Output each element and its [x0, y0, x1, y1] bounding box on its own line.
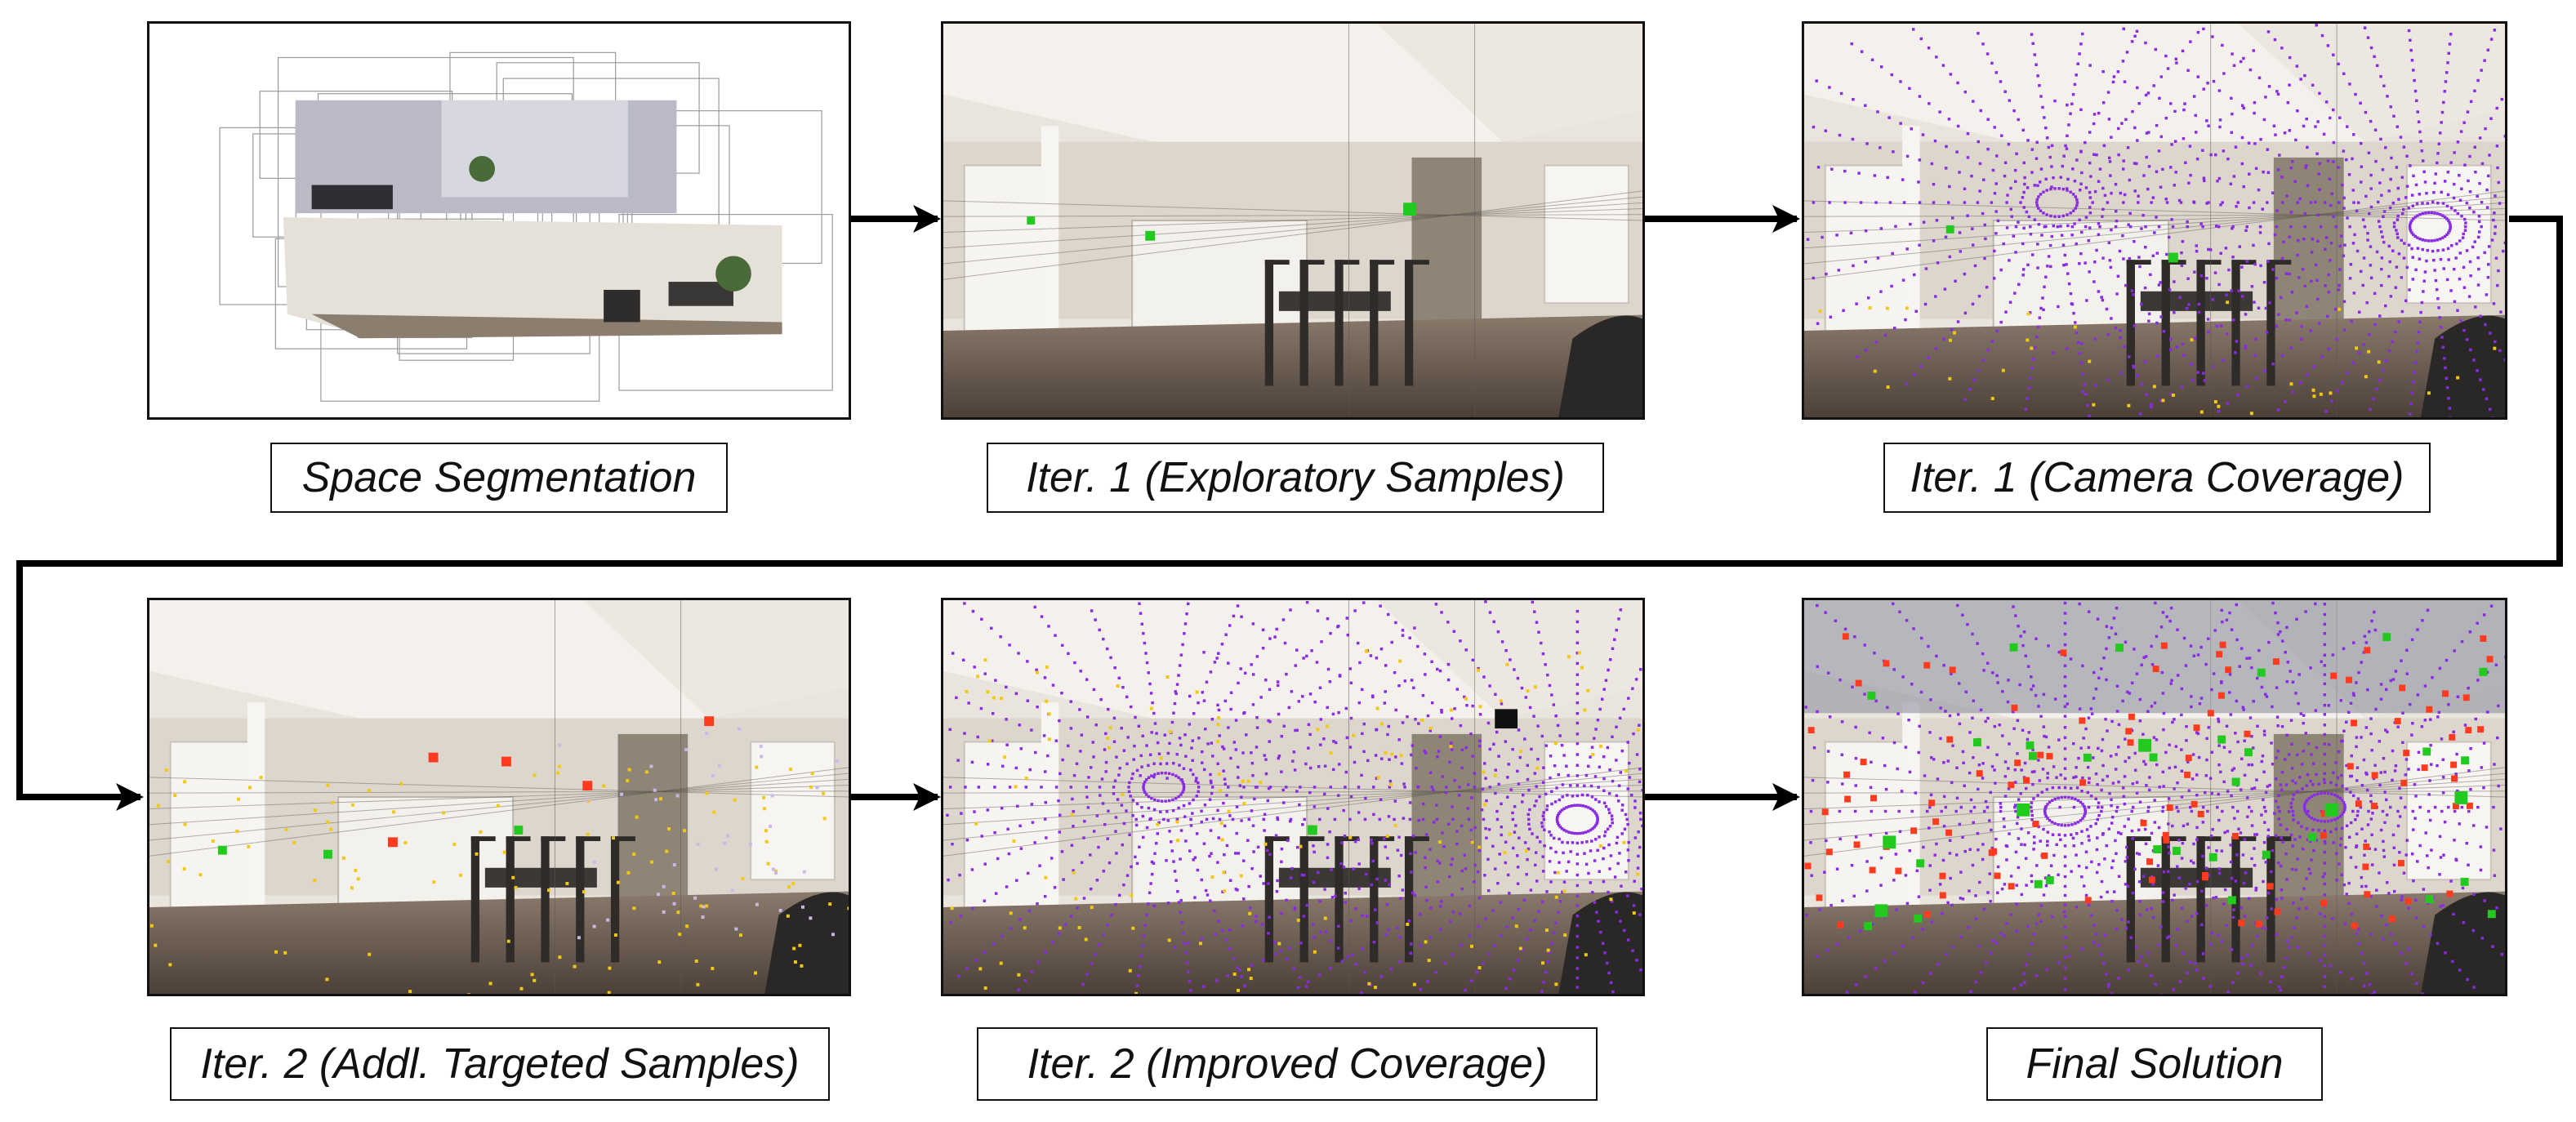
camera-marker: [428, 752, 439, 763]
camera-marker: [704, 716, 715, 727]
camera-marker: [2138, 738, 2152, 752]
camera-marker: [1495, 709, 1518, 729]
sample-points: [558, 727, 840, 940]
scene-image: [943, 24, 1642, 417]
camera-marker: [1883, 835, 1896, 849]
coverage-rays: [1804, 601, 2471, 994]
coverage-rays: [946, 601, 1495, 994]
camera-marker: [514, 826, 524, 835]
panel-camera-coverage: [1802, 21, 2507, 420]
scene-image: [1804, 24, 2505, 417]
caption-final-solution: Final Solution: [1986, 1027, 2323, 1101]
sample-points: [149, 764, 849, 994]
coverage-rays: [1806, 28, 2355, 417]
camera-marker: [217, 845, 227, 855]
camera-marker: [2017, 803, 2030, 817]
room-interior: [943, 24, 1642, 417]
camera-marker: [2168, 252, 2178, 263]
coverage-rays: [1928, 601, 2505, 994]
scene-image: [1804, 600, 2505, 994]
camera-marker: [2454, 791, 2468, 804]
sample-points: [1864, 633, 2496, 930]
scene-image: [149, 24, 849, 417]
camera-marker: [1307, 825, 1317, 835]
camera-marker: [1874, 904, 1888, 918]
caption-space-segmentation: Space Segmentation: [270, 443, 728, 513]
panel-exploratory-samples: [941, 21, 1645, 420]
camera-marker: [1945, 225, 1954, 234]
caption-exploratory-samples: Iter. 1 (Exploratory Samples): [987, 443, 1604, 513]
camera-marker: [2324, 803, 2338, 817]
caption-camera-coverage: Iter. 1 (Camera Coverage): [1883, 443, 2431, 513]
sample-points: [950, 649, 1640, 994]
camera-marker: [387, 837, 398, 848]
scene-image: [149, 600, 849, 994]
coverage-rays: [2014, 24, 2505, 417]
camera-marker: [501, 756, 511, 767]
scene-image: [943, 600, 1642, 994]
camera-marker: [1403, 203, 1416, 216]
panel-space-segmentation: [147, 21, 851, 420]
camera-marker: [1145, 230, 1156, 241]
room-interior: [1804, 24, 2505, 417]
arrow-wrap-row: [16, 216, 2563, 811]
room-interior: [149, 600, 849, 994]
coverage-rays: [1134, 600, 1642, 994]
room-interior: [943, 600, 1642, 994]
camera-marker: [1027, 216, 1036, 225]
panel-targeted-samples: [147, 598, 851, 996]
panel-improved-coverage: [941, 598, 1645, 996]
caption-improved-coverage: Iter. 2 (Improved Coverage): [977, 1027, 1598, 1101]
camera-marker: [582, 781, 593, 791]
caption-targeted-samples: Iter. 2 (Addl. Targeted Samples): [170, 1027, 830, 1101]
sample-points: [1804, 633, 2494, 929]
sample-points: [1818, 301, 2497, 416]
panel-final-solution: [1802, 598, 2507, 996]
camera-marker: [323, 849, 332, 859]
